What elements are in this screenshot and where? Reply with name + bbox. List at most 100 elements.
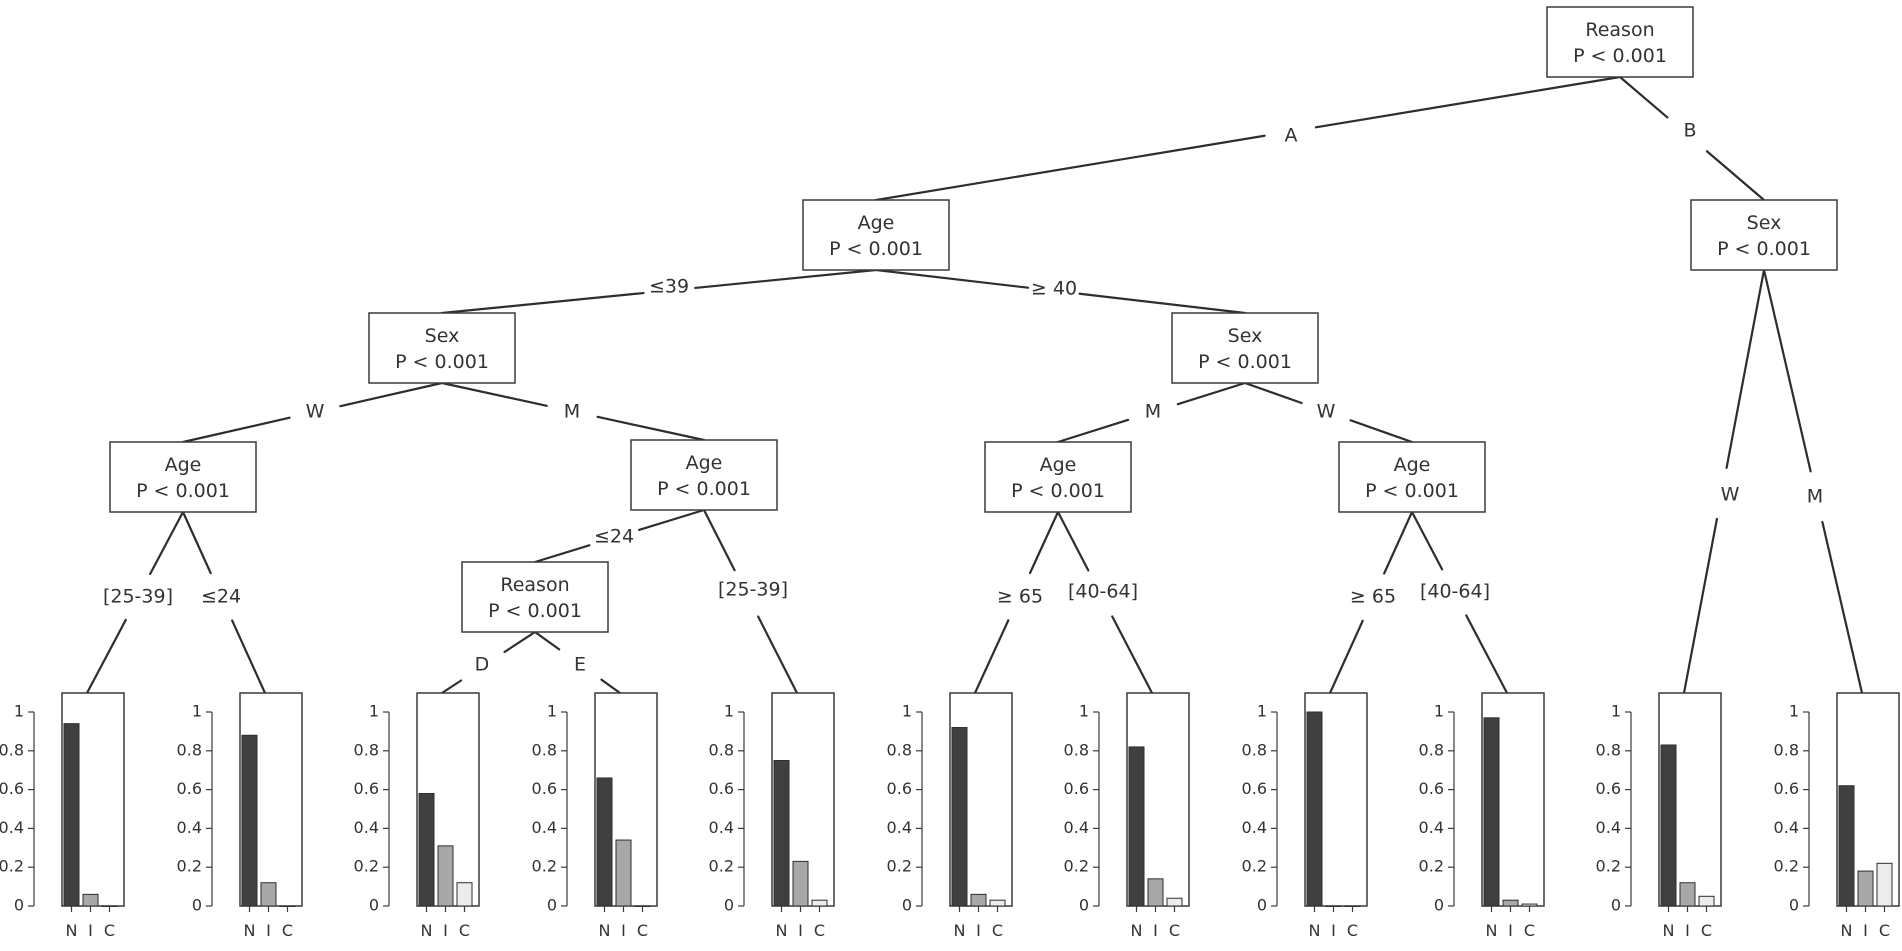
y-tick-label: 0.8	[0, 740, 24, 759]
y-tick-label: 0.2	[887, 857, 912, 876]
bar-L4-N	[596, 777, 613, 907]
bar-L11-I	[1857, 870, 1874, 907]
bar-L6-I	[970, 893, 987, 907]
y-tick-label: 0.2	[1774, 857, 1799, 876]
y-tick-label: 0.2	[354, 857, 379, 876]
x-category-label: N	[1663, 921, 1675, 940]
node-n1: Reason P < 0.001	[1546, 6, 1694, 78]
node-box	[368, 312, 516, 384]
bar-L3-C	[456, 882, 473, 907]
edge-label-n6-L5: [25-39]	[718, 579, 788, 601]
y-tick-label: 0.6	[1774, 779, 1799, 798]
edge-n8-L11-upper	[1762, 268, 1812, 473]
edge-n10-L8-lower	[1328, 619, 1364, 695]
edge-n10-L8-upper	[1383, 510, 1414, 575]
x-category-label: I	[621, 921, 626, 940]
x-category-label: N	[1309, 921, 1321, 940]
bar-L8-N	[1306, 711, 1323, 907]
y-tick-label: 0	[1434, 896, 1444, 915]
x-category-label: N	[1131, 921, 1143, 940]
node-p-value: P < 0.001	[1198, 351, 1292, 373]
node-p-value: P < 0.001	[395, 351, 489, 373]
bar-L3-N	[418, 792, 435, 907]
x-category-label: C	[1347, 921, 1358, 940]
y-tick-label: 0.2	[709, 857, 734, 876]
edge-label-n9-L7: [40-64]	[1068, 581, 1138, 603]
x-category-label: N	[776, 921, 788, 940]
y-tick-label: 0.6	[532, 779, 557, 798]
node-variable: Age	[686, 452, 723, 474]
edge-label-n2-n4: ≥ 40	[1031, 278, 1077, 300]
node-box	[1546, 6, 1694, 78]
edge-label-n4-n9: M	[1145, 401, 1161, 423]
y-tick-label: 0	[1789, 896, 1799, 915]
edge-n9-L6-upper	[1028, 510, 1060, 575]
node-p-value: P < 0.001	[1011, 480, 1105, 502]
x-category-label: I	[1153, 921, 1158, 940]
y-tick-label: 0.4	[1419, 818, 1444, 837]
edge-n9-L7-lower	[1111, 615, 1154, 695]
bar-L10-N	[1660, 744, 1677, 907]
y-tick-label: 0.8	[1242, 740, 1267, 759]
edge-n4-n9-lower	[1056, 418, 1130, 444]
y-tick-label: 0.2	[177, 857, 202, 876]
y-tick-label: 0.8	[709, 740, 734, 759]
bar-L7-I	[1147, 878, 1164, 907]
bar-L1-N	[63, 723, 80, 907]
edge-n7-L4-upper	[533, 630, 561, 651]
y-tick-label: 1	[1079, 702, 1089, 721]
y-tick-label: 0	[192, 896, 202, 915]
edge-n3-n5-lower	[181, 416, 291, 444]
y-tick-label: 0.6	[1242, 779, 1267, 798]
y-tick-label: 0.6	[887, 779, 912, 798]
node-variable: Age	[165, 454, 202, 476]
x-category-label: N	[954, 921, 966, 940]
x-category-label: N	[1486, 921, 1498, 940]
y-tick-label: 1	[547, 702, 557, 721]
y-tick-label: 0.8	[354, 740, 379, 759]
edge-n2-n4-upper	[874, 268, 1030, 289]
node-variable: Sex	[1228, 325, 1263, 347]
bar-L7-N	[1128, 746, 1145, 907]
y-tick-label: 0.4	[1596, 818, 1621, 837]
edge-label-n4-n10: W	[1317, 401, 1336, 423]
y-tick-label: 0.4	[1242, 818, 1267, 837]
edge-label-n7-L4: E	[574, 654, 586, 676]
x-category-label: I	[1863, 921, 1868, 940]
edge-n10-L9-lower	[1465, 614, 1509, 695]
y-tick-label: 0.6	[354, 779, 379, 798]
node-box	[1338, 441, 1486, 513]
edge-n8-L10-lower	[1682, 517, 1719, 695]
edge-n5-L2-upper	[181, 510, 212, 575]
node-p-value: P < 0.001	[1573, 45, 1667, 67]
edge-label-n3-n6: M	[564, 401, 580, 423]
x-category-label: N	[244, 921, 256, 940]
edge-label-n5-L1: [25-39]	[103, 586, 173, 608]
y-tick-label: 0.4	[709, 818, 734, 837]
y-tick-label: 0.8	[1064, 740, 1089, 759]
edge-n9-L7-upper	[1056, 510, 1090, 572]
node-box	[630, 439, 778, 511]
x-category-label: C	[1169, 921, 1180, 940]
edge-label-n7-L3: D	[475, 654, 490, 676]
edge-label-n10-L9: [40-64]	[1420, 581, 1490, 603]
bar-L6-N	[951, 727, 968, 907]
node-variable: Reason	[1585, 19, 1654, 41]
x-category-label: I	[443, 921, 448, 940]
edge-label-n2-n3: ≤39	[649, 276, 689, 298]
bar-L9-I	[1502, 899, 1519, 907]
y-tick-label: 0.8	[1419, 740, 1444, 759]
node-p-value: P < 0.001	[488, 600, 582, 622]
node-p-value: P < 0.001	[1717, 238, 1811, 260]
node-box	[1171, 312, 1319, 384]
